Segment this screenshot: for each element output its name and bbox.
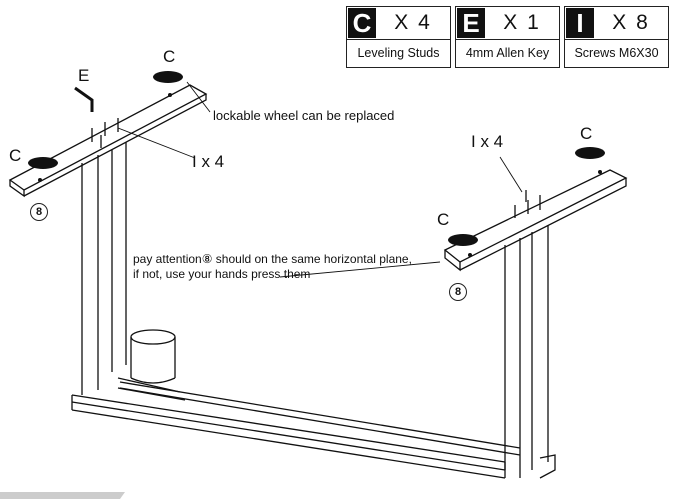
circle-8-right: 8 [449, 283, 467, 301]
leveling-stud-c-left [28, 157, 58, 169]
left-leg [81, 142, 127, 395]
label-c-top-right: C [580, 124, 593, 143]
part-name: Screws M6X30 [574, 46, 659, 60]
leveling-stud-c-left-top [153, 71, 183, 83]
page-corner-shade [0, 492, 125, 499]
part-i-box: I X 8 Screws M6X30 [564, 6, 669, 68]
attention-note-line1: pay attention⑧ should on the same horizo… [133, 252, 412, 266]
part-qty: X 1 [503, 11, 541, 34]
label-ix4-left: I x 4 [192, 152, 225, 171]
label-ix4-right: I x 4 [471, 132, 504, 151]
part-name: Leveling Studs [357, 46, 440, 60]
parts-legend: C X 4 Leveling Studs E X 1 4mm Allen Key I… [346, 6, 669, 68]
leveling-stud-c-right [448, 234, 478, 246]
part-c-box: C X 4 Leveling Studs [346, 6, 451, 68]
leveling-stud-c-right-top [575, 147, 605, 159]
allen-key [74, 86, 94, 112]
base-rail [71, 381, 521, 479]
label-c-right: C [437, 210, 450, 229]
part-e-box: E X 1 4mm Allen Key [455, 6, 560, 68]
part-name: 4mm Allen Key [465, 46, 550, 60]
attention-note-line2: if not, use your hands press them [133, 267, 311, 281]
part-letter: I [566, 8, 594, 38]
circle-8-left: 8 [30, 203, 48, 221]
part-qty: X 4 [394, 11, 432, 34]
part-letter: C [348, 8, 376, 38]
motor-body [130, 337, 176, 384]
right-bracket [443, 169, 628, 263]
right-leg [504, 225, 549, 478]
label-c-left: C [9, 146, 22, 165]
left-bracket [8, 84, 208, 191]
wheel-note: lockable wheel can be replaced [213, 108, 395, 123]
part-letter: E [457, 8, 485, 38]
motor-top [130, 329, 176, 345]
label-e: E [78, 66, 90, 85]
part-qty: X 8 [612, 11, 650, 34]
label-c-top-left: C [163, 47, 176, 66]
